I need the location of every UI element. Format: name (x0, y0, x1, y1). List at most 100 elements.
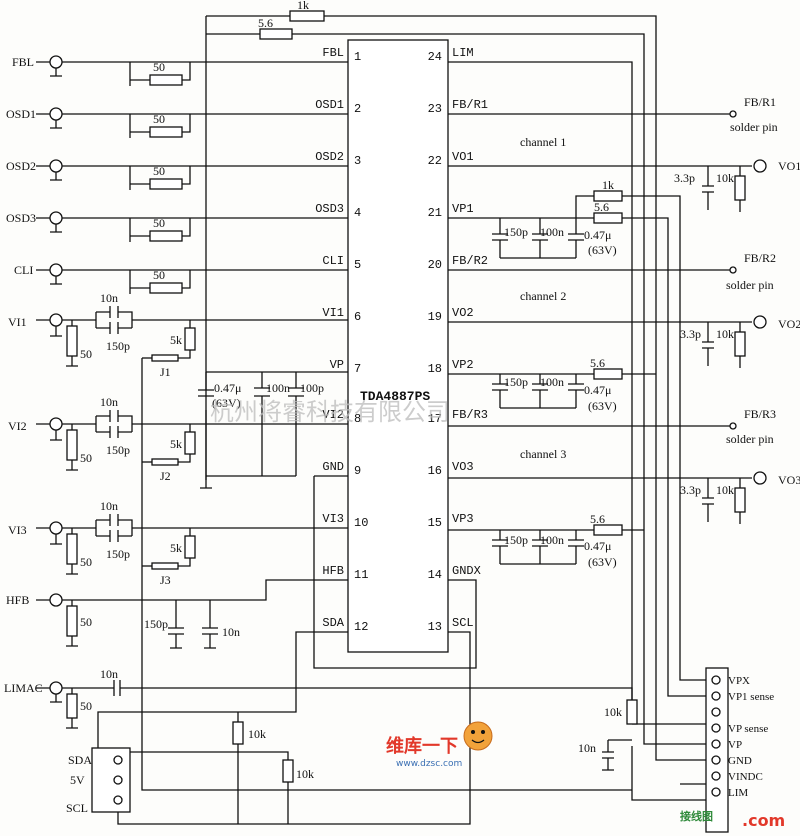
input-vi3: VI3 50 10n 150p 5k J3 (8, 499, 348, 587)
svg-text:10k: 10k (716, 171, 734, 185)
svg-text:0.47μ: 0.47μ (214, 381, 241, 395)
svg-text:150p: 150p (504, 533, 528, 547)
label-osd1: OSD1 (6, 107, 36, 121)
label-limac: LIMAC (4, 681, 43, 695)
connector-pin (711, 771, 721, 781)
wire-vo2 (448, 321, 752, 368)
chip-pin-label: VO1 (452, 150, 474, 164)
resistor-10k-scl (282, 759, 294, 783)
svg-text:接线图: 接线图 (680, 809, 713, 823)
svg-text:50: 50 (153, 216, 165, 230)
chip-pin-label: OSD2 (315, 150, 344, 164)
input-cli: CLI 50 (14, 263, 348, 294)
svg-text:10k: 10k (716, 327, 734, 341)
connector-pin (711, 675, 721, 685)
wire-vp1 (448, 195, 706, 697)
svg-text:100n: 100n (540, 225, 564, 239)
chip-pin-label: VP2 (452, 358, 474, 372)
svg-text:5.6: 5.6 (590, 356, 605, 370)
chip-pin-number: 6 (354, 310, 361, 324)
chip-pin-label: GND (322, 460, 344, 474)
chip-pin-label: FB/R2 (452, 254, 488, 268)
logo-url: www.dzsc.com (396, 759, 462, 769)
svg-text:J1: J1 (160, 365, 171, 379)
chip-pin-number: 13 (428, 620, 442, 634)
chip-pin-number: 15 (428, 516, 442, 530)
svg-text:FB/R3: FB/R3 (744, 407, 776, 421)
svg-text:150p: 150p (504, 225, 528, 239)
svg-text:J2: J2 (160, 469, 171, 483)
connector-left (91, 747, 131, 813)
chip-pin-number: 10 (354, 516, 368, 530)
svg-text:10k: 10k (716, 483, 734, 497)
chip-pin-label: GNDX (452, 564, 481, 578)
input-limac: LIMAC 50 10n (4, 667, 633, 729)
input-vi2: VI2 50 10n 150p 5k J2 (8, 395, 348, 483)
chip-pin-number: 2 (354, 102, 361, 116)
svg-text:VO2: VO2 (778, 317, 800, 331)
chip-pin-label: VI2 (322, 408, 344, 422)
resistor-10k-sda (232, 721, 244, 745)
chip-pin-number: 8 (354, 412, 361, 426)
chip-pin-label: SDA (322, 616, 344, 630)
watermark: 杭州将睿科技有限公司 (210, 398, 450, 426)
chip-pin-label: VI1 (322, 306, 344, 320)
svg-text:50: 50 (80, 347, 92, 361)
svg-text:solder pin: solder pin (726, 278, 774, 292)
chip-pin-number: 21 (428, 206, 442, 220)
connector-pin (711, 787, 721, 797)
chip-pin-number: 16 (428, 464, 442, 478)
wire-sda (97, 631, 348, 761)
svg-text:100n: 100n (540, 533, 564, 547)
svg-text:(63V): (63V) (212, 396, 241, 410)
vp2-caps (492, 383, 584, 391)
wire-top-5-6 (205, 16, 645, 736)
svg-text:SCL: SCL (66, 801, 88, 815)
connector-pin (711, 755, 721, 765)
svg-text:150p: 150p (106, 339, 130, 353)
label-vi1: VI1 (8, 315, 27, 329)
label-vi2: VI2 (8, 419, 27, 433)
svg-text:10n: 10n (222, 625, 240, 639)
svg-text:50: 50 (153, 164, 165, 178)
chip-pin-number: 17 (428, 412, 442, 426)
svg-text:50: 50 (153, 268, 165, 282)
connector-pin-label: GND (728, 755, 752, 767)
chip-pin-label: VI3 (322, 512, 344, 526)
chip-pin-label: VO3 (452, 460, 474, 474)
connector-pin-label: VP1 sense (728, 691, 774, 703)
svg-text:10n: 10n (100, 667, 118, 681)
svg-text:.com: .com (742, 811, 785, 830)
value-5-6-top: 5.6 (258, 16, 273, 30)
svg-text:10k: 10k (604, 705, 622, 719)
channel-1-label: channel 1 (520, 135, 566, 149)
chip-pin-label: FBL (322, 46, 344, 60)
wire-right-connector (602, 672, 706, 801)
svg-text:10k: 10k (248, 727, 266, 741)
wire-vo1 (448, 165, 752, 212)
connector-pin-label: VINDC (728, 771, 763, 783)
input-osd1: OSD1 50 (6, 107, 348, 138)
svg-text:150p: 150p (504, 375, 528, 389)
svg-text:100n: 100n (266, 381, 290, 395)
chip-pin-label: OSD3 (315, 202, 344, 216)
chip-pin-label: HFB (322, 564, 344, 578)
wire-jumper-bus (141, 358, 632, 791)
connector-pin-label: LIM (728, 787, 748, 799)
chip-pin-number: 14 (428, 568, 442, 582)
svg-text:solder pin: solder pin (726, 432, 774, 446)
connector-pin (711, 707, 721, 717)
input-vi1: VI1 50 10n 150p 5k J1 (8, 291, 348, 379)
chip-pin-number: 3 (354, 154, 361, 168)
svg-text:0.47μ: 0.47μ (584, 383, 611, 397)
svg-text:solder pin: solder pin (730, 120, 778, 134)
chip-pin-label: VP1 (452, 202, 474, 216)
svg-text:5V: 5V (70, 773, 85, 787)
svg-text:3.3p: 3.3p (680, 327, 701, 341)
wire-pullups (130, 712, 289, 824)
label-cli: CLI (14, 263, 33, 277)
input-osd2: OSD2 50 (6, 159, 348, 190)
input-hfb: HFB 50 150p 10n (6, 579, 348, 649)
svg-text:VO1: VO1 (778, 159, 800, 173)
